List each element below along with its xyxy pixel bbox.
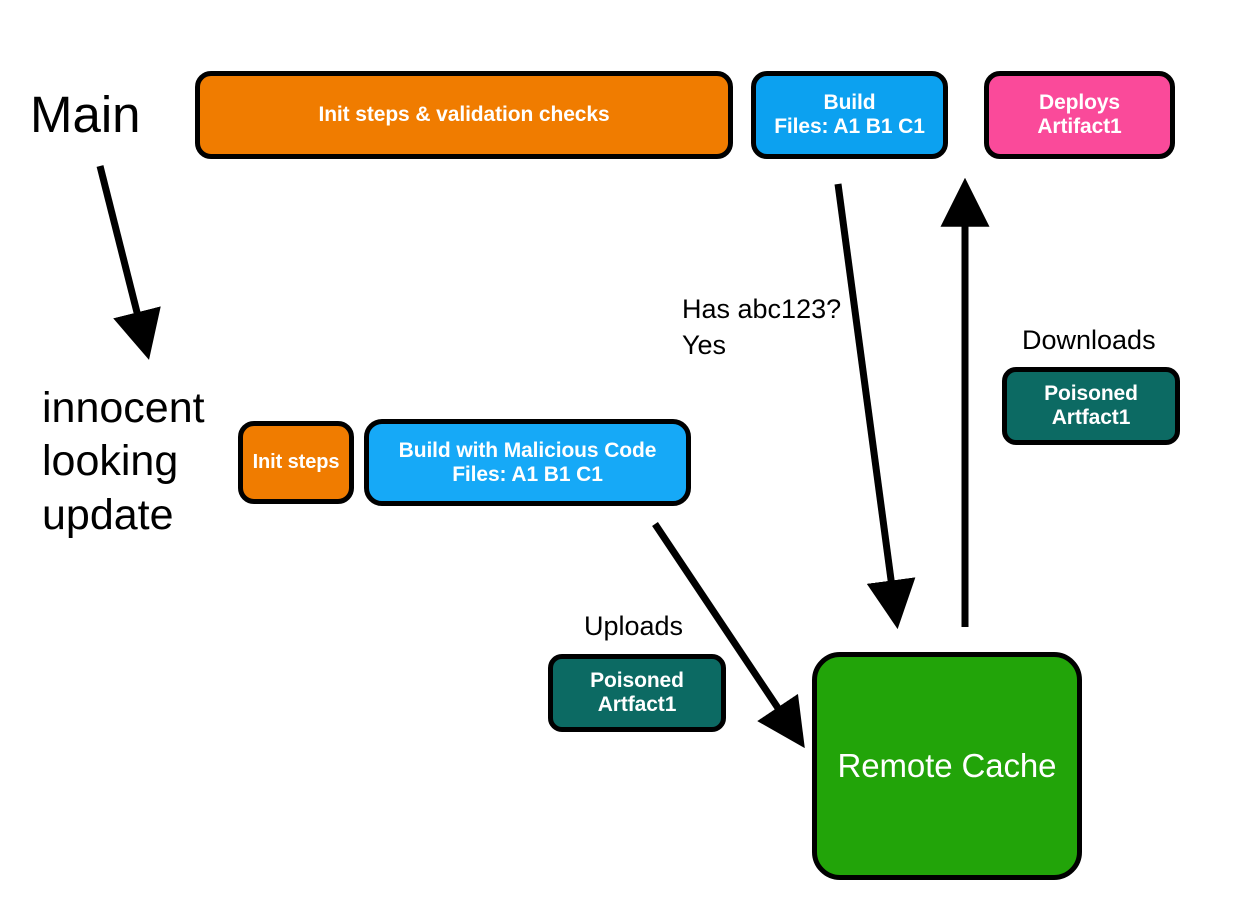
- node-poisoned-artifact-download[interactable]: Poisoned Artfact1: [1002, 367, 1180, 445]
- node-build-with-malicious-code[interactable]: Build with Malicious Code Files: A1 B1 C…: [364, 419, 691, 506]
- cache-query-line-1: Has abc123?: [682, 294, 842, 324]
- arrow-build-to-cache: [834, 183, 916, 630]
- annotation-downloads: Downloads: [1022, 325, 1156, 355]
- node-label-line-2: Files: A1 B1 C1: [774, 115, 925, 138]
- cache-query-line-2: Yes: [682, 329, 727, 360]
- node-label-line-1: Deploys: [1039, 91, 1120, 115]
- arrow-main-to-branch: [96, 165, 161, 360]
- node-init-steps-and-validation-checks[interactable]: Init steps & validation checks: [195, 71, 733, 159]
- branch-label-line-2: looking: [42, 437, 179, 486]
- annotation-uploads: Uploads: [584, 611, 684, 641]
- node-label-line-2: Files: A1 B1 C1: [452, 462, 603, 486]
- node-poisoned-artifact-upload[interactable]: Poisoned Artfact1: [548, 654, 726, 732]
- lane-label-main: Main: [30, 86, 141, 143]
- node-deploys-artifact1[interactable]: Deploys Artifact1: [984, 71, 1175, 159]
- node-label-line-2: Artifact1: [1037, 115, 1122, 138]
- branch-label-line-1: innocent: [42, 384, 205, 432]
- node-init-steps[interactable]: Init steps: [238, 421, 354, 504]
- node-label-line-1: Build: [823, 91, 876, 115]
- artifact-label-line-1: Poisoned: [1044, 382, 1138, 406]
- annotation-cache-query: Has abc123? Yes: [682, 292, 841, 363]
- node-remote-cache[interactable]: Remote Cache: [812, 652, 1082, 880]
- node-label: Init steps & validation checks: [318, 103, 610, 127]
- artifact-label-line-2: Artfact1: [597, 693, 677, 716]
- node-label: Init steps: [252, 451, 340, 474]
- lane-label-feature-branch: innocent looking update: [42, 382, 205, 542]
- branch-label-line-3: update: [42, 490, 174, 539]
- node-label: Remote Cache: [837, 747, 1057, 785]
- artifact-label-line-1: Poisoned: [590, 669, 684, 693]
- node-label-line-1: Build with Malicious Code: [398, 438, 657, 462]
- artifact-label-line-2: Artfact1: [1051, 406, 1131, 429]
- node-build-main[interactable]: Build Files: A1 B1 C1: [751, 71, 948, 159]
